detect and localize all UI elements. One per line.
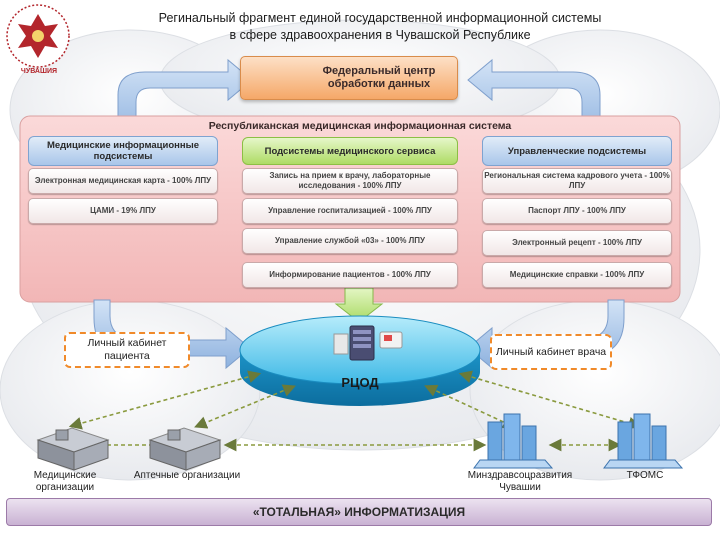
middle-column-header: Подсистемы медицинского сервиса [242,137,458,165]
node-tfoms-label: ТФОМС [626,470,664,481]
middle-item-4: Информирование пациентов - 100% ЛПУ [242,262,458,288]
building-icon-tfoms [603,413,684,469]
right-column-header: Управленческие подсистемы [482,136,672,166]
node-ministry-label: Минздравсоцразвития Чувашии [467,470,573,493]
rcod-label: РЦОД [341,375,379,390]
doctor-cabinet-label: Личный кабинет врача [490,334,612,370]
page-title-line-1: Регинальный фрагмент единой государствен… [158,11,602,25]
building-icon-pharmacy [148,427,222,471]
left-item-1: Электронная медицинская карта - 100% ЛПУ [28,168,218,194]
right-item-2: Паспорт ЛПУ - 100% ЛПУ [482,198,672,224]
logo-caption: ЧУВАШИЯ [20,68,58,75]
federal-center-box: Федеральный центр обработки данных [240,56,458,100]
right-item-4: Медицинские справки - 100% ЛПУ [482,262,672,288]
connector-medical [68,370,262,430]
federal-center-label: Федеральный центр обработки данных [322,65,436,90]
building-icon-medical [36,427,110,471]
middle-item-3: Управление службой «03» - 100% ЛПУ [242,228,458,254]
left-item-2: ЦАМИ - 19% ЛПУ [28,198,218,224]
building-icon-ministry [473,413,554,469]
node-pharmacy-label: Аптечные организации [133,470,241,481]
right-item-3: Электронный рецепт - 100% ЛПУ [482,230,672,256]
right-item-1: Региональная система кадрового учета - 1… [482,168,672,194]
logo-emblem [6,4,70,68]
rmis-panel-title: Республиканская медицинская информационн… [208,120,512,132]
connector-tfoms [458,370,642,430]
arrow-right-up [467,58,601,143]
patient-cabinet-label: Личный кабинет пациента [64,332,190,368]
page-title-line-2: в сфере здравоохранения в Чувашской Респ… [229,28,531,42]
left-column-header: Медицинские информационные подсистемы [28,136,218,166]
arrow-middle-down [334,287,384,323]
connector-pharmacy [194,384,296,429]
node-medical-label: Медицинские организации [33,470,97,493]
footer-bar: «ТОТАЛЬНАЯ» ИНФОРМАТИЗАЦИЯ [6,498,712,526]
server-icon [333,325,403,361]
middle-item-1: Запись на прием к врачу, лабораторные ис… [242,168,458,194]
middle-item-2: Управление госпитализацией - 100% ЛПУ [242,198,458,224]
